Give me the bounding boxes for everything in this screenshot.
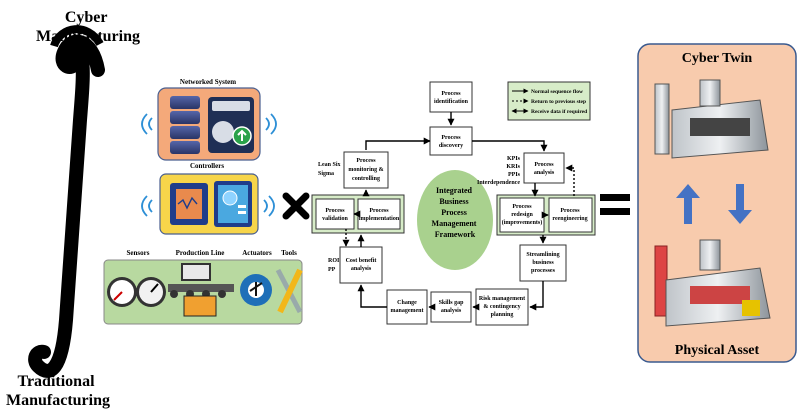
equals-sign-bottom bbox=[600, 208, 630, 215]
gear-icon bbox=[240, 274, 272, 306]
arrow-up-icon bbox=[676, 184, 700, 224]
risk-management-box bbox=[475, 288, 529, 326]
networked-system-label: Networked System bbox=[180, 78, 236, 86]
arrow-down-icon bbox=[728, 184, 752, 224]
cyber-twin-label: Cyber Twin bbox=[682, 51, 753, 66]
server-rack-icon bbox=[170, 96, 200, 154]
process-reengineering-box bbox=[548, 197, 593, 233]
chip-icon bbox=[170, 183, 208, 225]
process-discovery-box bbox=[429, 126, 473, 156]
process-validation-box bbox=[315, 198, 355, 230]
process-identification-box bbox=[429, 81, 473, 113]
multiply-sign bbox=[282, 192, 310, 220]
process-implementation-box bbox=[357, 198, 401, 230]
process-analysis-box bbox=[523, 152, 565, 184]
network-device-icon bbox=[208, 97, 254, 153]
integral-sign bbox=[28, 34, 105, 378]
wifi-icon bbox=[141, 195, 275, 217]
controllers-label: Controllers bbox=[190, 162, 224, 170]
tools-label: Tools bbox=[281, 249, 297, 257]
cyber-manufacturing-label: Cyber Manufacturing bbox=[36, 9, 140, 45]
framework-center-label: Integrated Business Process Management F… bbox=[432, 186, 479, 239]
traditional-manufacturing-label: Traditional Manufacturing bbox=[6, 373, 110, 409]
legend-normal: Normal sequence flow bbox=[531, 89, 583, 95]
sensors-label: Sensors bbox=[127, 249, 150, 257]
change-management-box bbox=[386, 289, 428, 325]
tools-icon bbox=[275, 268, 303, 314]
cyber-factory-icon bbox=[654, 79, 769, 159]
control-screen-icon bbox=[214, 181, 252, 227]
legend-return: Return to previous step bbox=[531, 99, 586, 105]
skills-gap-box bbox=[430, 291, 472, 323]
production-line-label: Production Line bbox=[176, 249, 225, 257]
gauge-icon bbox=[107, 277, 166, 307]
actuators-label: Actuators bbox=[242, 249, 272, 257]
cost-benefit-box bbox=[339, 246, 383, 284]
framework-diagram: Integrated Business Process Management F… bbox=[311, 81, 596, 326]
flow-arrows bbox=[342, 112, 575, 311]
process-monitoring-box bbox=[343, 151, 389, 189]
physical-factory-icon bbox=[654, 239, 771, 327]
equals-sign-top bbox=[600, 194, 630, 201]
legend-receive: Receive data if required bbox=[531, 109, 587, 115]
conveyor-belt-icon bbox=[168, 263, 234, 317]
framework-center-circle bbox=[417, 170, 493, 270]
wifi-icon bbox=[141, 113, 277, 135]
physical-asset-label: Physical Asset bbox=[675, 343, 760, 358]
